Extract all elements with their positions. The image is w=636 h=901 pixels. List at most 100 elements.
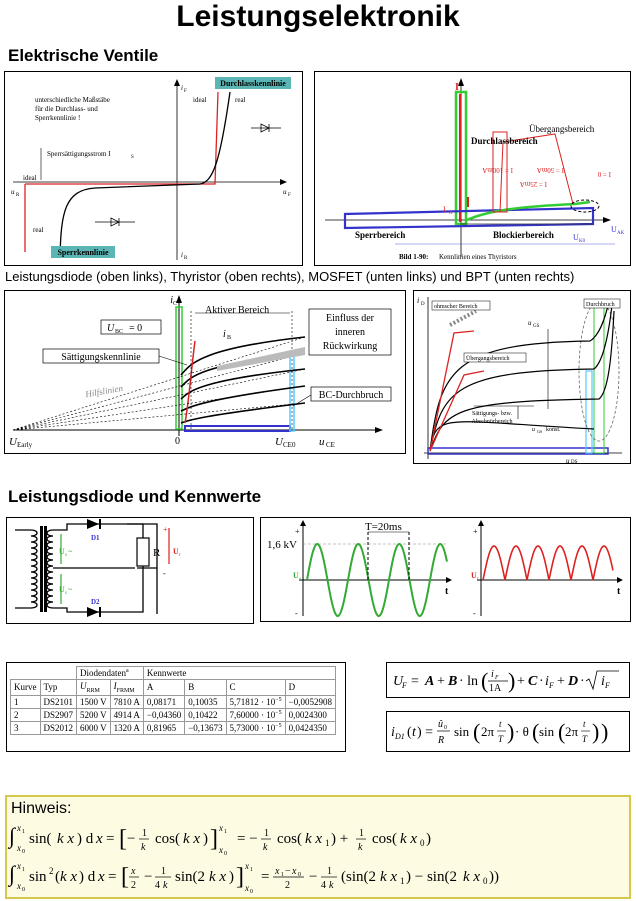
rectifier-circuit: D1 D2 R U s ~ U s ~ U r + - (6, 517, 254, 624)
svg-text:K0: K0 (579, 239, 586, 244)
cell: 5200 V (76, 707, 111, 722)
label-R: R (153, 547, 161, 559)
svg-text:sin(2: sin(2 (175, 869, 205, 885)
svg-text:[: [ (119, 826, 127, 852)
svg-text:D1: D1 (394, 732, 405, 741)
cell: 0,81965 (142, 720, 186, 735)
svg-text:k x: k x (380, 869, 397, 885)
svg-text:(: ( (407, 725, 412, 740)
svg-text:x: x (130, 866, 136, 877)
svg-text:C: C (173, 301, 177, 307)
svg-text:1: 1 (250, 867, 253, 873)
fig2-caption-rest: Kennlinien eines Thyristors (439, 253, 517, 261)
th-ifrmm: IFRMM (109, 679, 144, 696)
label-ubc: U (107, 323, 115, 334)
cell: 4914 A (109, 707, 144, 722)
svg-text:T: T (498, 734, 504, 744)
svg-text:1: 1 (161, 866, 166, 877)
svg-text:): ) (507, 719, 514, 744)
einfluss-line-3: Rückwirkung (323, 341, 377, 352)
label-uebergangsbereich: Übergangsbereich (529, 124, 595, 134)
mosfet-characteristic-figure: i C Aktiver Bereich U BC = 0 i B Einflus… (4, 290, 406, 454)
axis-uR: u (11, 188, 15, 196)
ig-label-4: I = 0 (597, 170, 611, 178)
th-typ: Typ (39, 679, 78, 696)
svg-text:R: R (437, 735, 444, 746)
cell: 0,10422 (184, 707, 227, 722)
svg-text:k x: k x (400, 831, 417, 847)
svg-text:s: s (299, 577, 301, 582)
svg-text:1: 1 (400, 876, 405, 886)
label-iB: i (223, 329, 226, 340)
svg-text:x: x (16, 881, 21, 891)
label-Ur-wave: U (471, 571, 477, 580)
svg-text:R: R (184, 256, 188, 261)
svg-text:0: 0 (250, 889, 253, 895)
svg-text:F: F (184, 89, 187, 94)
svg-text:4: 4 (321, 880, 326, 891)
svg-text:= −: = − (237, 831, 258, 847)
svg-text:+: + (437, 674, 445, 689)
svg-text:k x: k x (463, 869, 480, 885)
svg-text:) =: ) = (417, 725, 433, 740)
einfluss-line-1: Einfluss der (326, 313, 375, 324)
label-Us1: U (59, 547, 65, 556)
th-a: A (142, 679, 186, 696)
cell: 5,73000 · 10−5 (225, 720, 286, 735)
svg-text:x: x (218, 845, 223, 855)
note-line-3: Sperrkennlinie ! (35, 114, 80, 122)
diode-symbol-reverse (95, 217, 135, 227)
svg-text:2π: 2π (565, 724, 579, 739)
svg-text:F: F (494, 675, 499, 681)
cell: 1320 A (109, 720, 144, 735)
label-sperrbereich: Sperrbereich (355, 230, 405, 240)
svg-text:k x: k x (209, 869, 226, 885)
svg-text:· ln: · ln (459, 674, 478, 689)
label-plus-right: + (473, 527, 478, 536)
axis-iR: i (181, 251, 183, 259)
svg-text:S: S (131, 155, 134, 160)
svg-text:sin: sin (454, 724, 470, 739)
real-label-bottom: real (33, 226, 44, 234)
svg-text:1: 1 (281, 872, 284, 878)
svg-text:−: − (127, 831, 135, 847)
diode-data-table-box: Diodendatena Kennwerte Kurve Typ URRM IF… (6, 662, 346, 752)
svg-text:1: 1 (327, 866, 332, 877)
svg-text:k: k (263, 842, 268, 853)
svg-text:x: x (244, 861, 249, 871)
svg-text:∫: ∫ (7, 823, 17, 849)
svg-text:·: · (539, 674, 544, 689)
ideal-label-top: ideal (193, 96, 207, 104)
table-row: 3 DS2012 6000 V 1320 A 0,81965 −0,13673 … (10, 720, 337, 735)
svg-text:k: k (329, 880, 334, 891)
svg-text:(sin(2: (sin(2 (341, 869, 376, 885)
svg-text:k x: k x (60, 869, 77, 885)
formula-uf-box: U F = A + B · ln ( i F 1A ) + C · i F + … (386, 662, 630, 698)
svg-text:1: 1 (142, 828, 147, 839)
note-line-1: unterschiedliche Maßstäbe (35, 96, 110, 104)
thyristor-characteristic-figure: I Durchlassbereich Übergangsbereich Sper… (314, 71, 631, 266)
svg-text:1: 1 (22, 829, 25, 835)
svg-text:0: 0 (22, 849, 25, 855)
table-row: 2 DS2907 5200 V 4914 A −0,04360 0,10422 … (10, 707, 337, 722)
ig-label-1: I = 100mA (482, 166, 513, 174)
svg-text:)): )) (489, 869, 499, 885)
svg-text:k: k (358, 842, 363, 853)
label-plus: + (163, 525, 168, 534)
svg-text:0: 0 (224, 851, 227, 857)
svg-text:sin(: sin( (29, 831, 52, 847)
saettigung-line-2: Abschnürbereich (472, 419, 513, 425)
label-minus-left: - (295, 609, 298, 618)
svg-text:x: x (218, 823, 223, 833)
label-bc-durchbruch: BC-Durchbruch (319, 390, 383, 401)
svg-text:1: 1 (325, 838, 330, 848)
svg-text:): ) (508, 668, 515, 693)
label-durchlasskennlinie: Durchlasskennlinie (220, 79, 286, 88)
real-label-top: real (235, 96, 246, 104)
svg-text:k: k (163, 880, 168, 891)
svg-text:D: D (567, 674, 578, 689)
svg-text:[: [ (121, 864, 129, 890)
svg-text:1: 1 (264, 828, 269, 839)
svg-text:r: r (179, 553, 181, 558)
